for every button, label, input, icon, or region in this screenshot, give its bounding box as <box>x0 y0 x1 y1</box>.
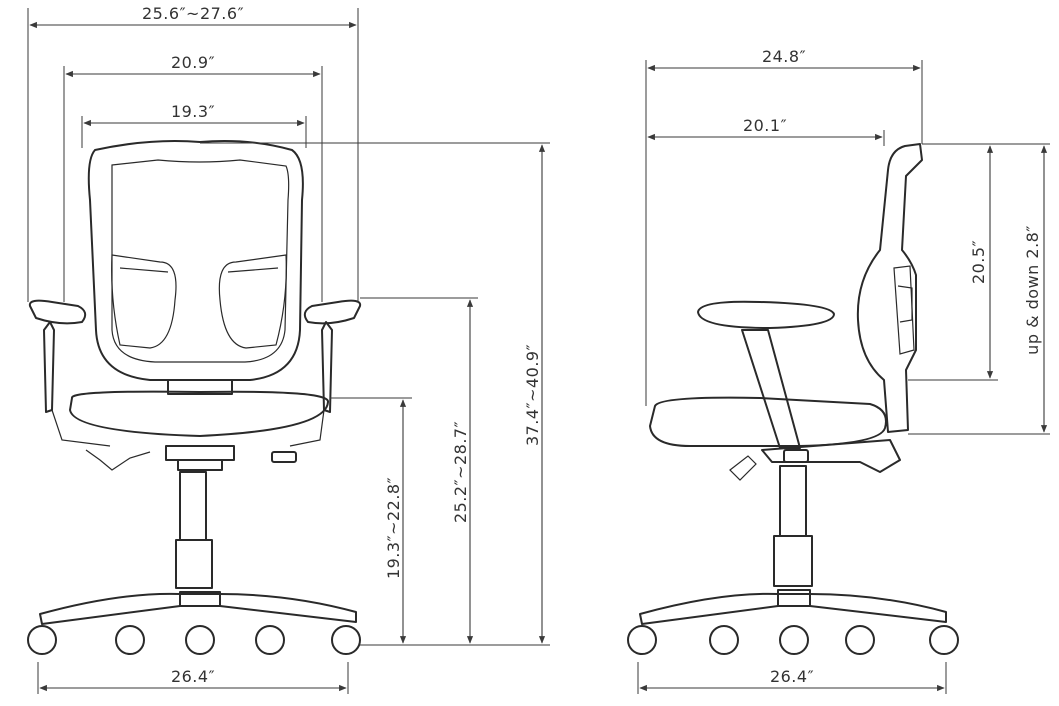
seat-height-label: 19.3″~22.8″ <box>384 477 403 579</box>
lumbar-adjust-label: up & down 2.8″ <box>1023 225 1042 355</box>
side-view-labels: 24.8″ 20.1″ 20.5″ up & down 2.8″ 26.4″ <box>743 47 1042 686</box>
seat-depth-label: 20.1″ <box>743 116 787 135</box>
front-view-chair <box>28 140 362 625</box>
front-view-dimensions <box>27 8 550 694</box>
arm-height-label: 25.2″~28.7″ <box>451 421 470 523</box>
total-height-label: 37.4″~40.9″ <box>523 344 542 446</box>
back-height-label: 20.5″ <box>969 240 988 284</box>
side-base-width-label: 26.4″ <box>770 667 814 686</box>
side-view-chair <box>639 143 947 625</box>
overall-width-label: 25.6″~27.6″ <box>142 4 244 23</box>
overall-depth-label: 24.8″ <box>762 47 806 66</box>
arm-width-label: 20.9″ <box>171 53 215 72</box>
front-view-labels: 25.6″~27.6″ 20.9″ 19.3″ 37.4″~40.9″ 25.2… <box>142 4 542 686</box>
side-view-casters <box>627 625 959 655</box>
front-base-width-label: 26.4″ <box>171 667 215 686</box>
back-width-label: 19.3″ <box>171 102 215 121</box>
front-view-casters <box>27 625 361 655</box>
side-view-dimensions <box>637 60 1050 694</box>
